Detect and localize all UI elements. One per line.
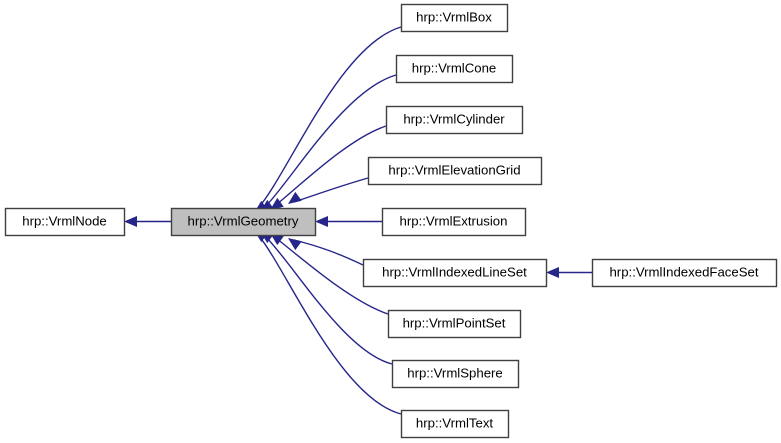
- class-node-vrmltext[interactable]: hrp::VrmlText: [400, 409, 510, 439]
- class-node-label: hrp::VrmlElevationGrid: [388, 162, 520, 177]
- inheritance-edge: [265, 74, 397, 207]
- class-node-box[interactable]: [4, 207, 126, 237]
- inheritance-arrowhead-icon: [288, 191, 302, 204]
- class-node-box[interactable]: [381, 207, 527, 237]
- class-node-box[interactable]: [391, 359, 520, 389]
- class-node-vrmlsphere[interactable]: hrp::VrmlSphere: [391, 359, 520, 389]
- class-node-label: hrp::VrmlExtrusion: [400, 213, 508, 228]
- class-node-vrmlnode[interactable]: hrp::VrmlNode: [4, 207, 126, 237]
- class-node-vrmlcone[interactable]: hrp::VrmlCone: [395, 54, 514, 84]
- nodes-layer: hrp::VrmlNode hrp::VrmlGeometry hrp::VrmlB…: [4, 3, 778, 439]
- class-node-label: hrp::VrmlNode: [22, 213, 107, 228]
- class-node-box[interactable]: [170, 207, 317, 237]
- class-node-box[interactable]: [591, 258, 778, 288]
- class-node-label: hrp::VrmlCylinder: [403, 111, 505, 126]
- class-node-label: hrp::VrmlSphere: [407, 365, 503, 380]
- class-node-label: hrp::VrmlIndexedLineSet: [382, 264, 527, 279]
- class-node-box[interactable]: [395, 54, 514, 84]
- inheritance-edge: [293, 177, 369, 203]
- class-node-vrmlindexedlineset[interactable]: hrp::VrmlIndexedLineSet: [362, 258, 548, 288]
- class-node-label: hrp::VrmlBox: [416, 9, 492, 24]
- class-node-vrmlgeometry[interactable]: hrp::VrmlGeometry: [170, 207, 317, 237]
- class-node-vrmlextrusion[interactable]: hrp::VrmlExtrusion: [381, 207, 527, 237]
- class-node-label: hrp::VrmlGeometry: [188, 213, 299, 228]
- class-node-box[interactable]: [362, 258, 548, 288]
- inheritance-edge: [258, 26, 402, 208]
- class-node-label: hrp::VrmlIndexedFaceSet: [609, 264, 758, 279]
- inheritance-edge: [258, 235, 402, 415]
- inheritance-edge: [265, 236, 393, 365]
- class-node-vrmlpointset[interactable]: hrp::VrmlPointSet: [387, 309, 522, 339]
- class-node-vrmlelevationgrid[interactable]: hrp::VrmlElevationGrid: [367, 156, 543, 186]
- class-node-vrmlindexedfaceset[interactable]: hrp::VrmlIndexedFaceSet: [591, 258, 778, 288]
- class-node-box[interactable]: [400, 409, 510, 439]
- class-node-label: hrp::VrmlText: [416, 415, 494, 430]
- inheritance-arrowhead-icon: [270, 197, 284, 210]
- inheritance-edge: [275, 125, 387, 206]
- class-node-vrmlbox[interactable]: hrp::VrmlBox: [400, 3, 509, 33]
- class-node-box[interactable]: [400, 3, 509, 33]
- class-node-label: hrp::VrmlCone: [412, 60, 497, 75]
- class-node-vrmlcylinder[interactable]: hrp::VrmlCylinder: [385, 105, 524, 135]
- inheritance-arrowhead-icon: [546, 267, 559, 278]
- inheritance-edge: [275, 237, 389, 315]
- inheritance-arrowhead-icon: [315, 216, 328, 227]
- inheritance-arrowhead-icon: [124, 216, 137, 227]
- class-node-box[interactable]: [387, 309, 522, 339]
- class-node-box[interactable]: [385, 105, 524, 135]
- class-node-box[interactable]: [367, 156, 543, 186]
- inheritance-arrowhead-icon: [288, 238, 302, 251]
- class-node-label: hrp::VrmlPointSet: [403, 315, 506, 330]
